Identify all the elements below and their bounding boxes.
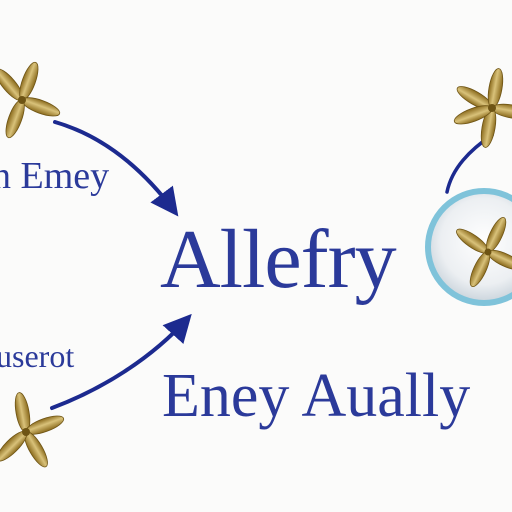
- seed-badge-icon: [425, 188, 512, 306]
- label-bottom: Eney Aually: [162, 362, 471, 430]
- label-center: Allefry: [160, 213, 397, 306]
- maple-seed-icon: [451, 67, 512, 149]
- label-left-top: n Emey: [0, 155, 110, 197]
- maple-seed-icon: [0, 59, 63, 141]
- maple-seed-icon: [0, 391, 67, 471]
- arrow-top-left: [53, 120, 179, 217]
- label-left-bottom: userot: [0, 338, 75, 374]
- arrow-bottom-left: [50, 313, 192, 410]
